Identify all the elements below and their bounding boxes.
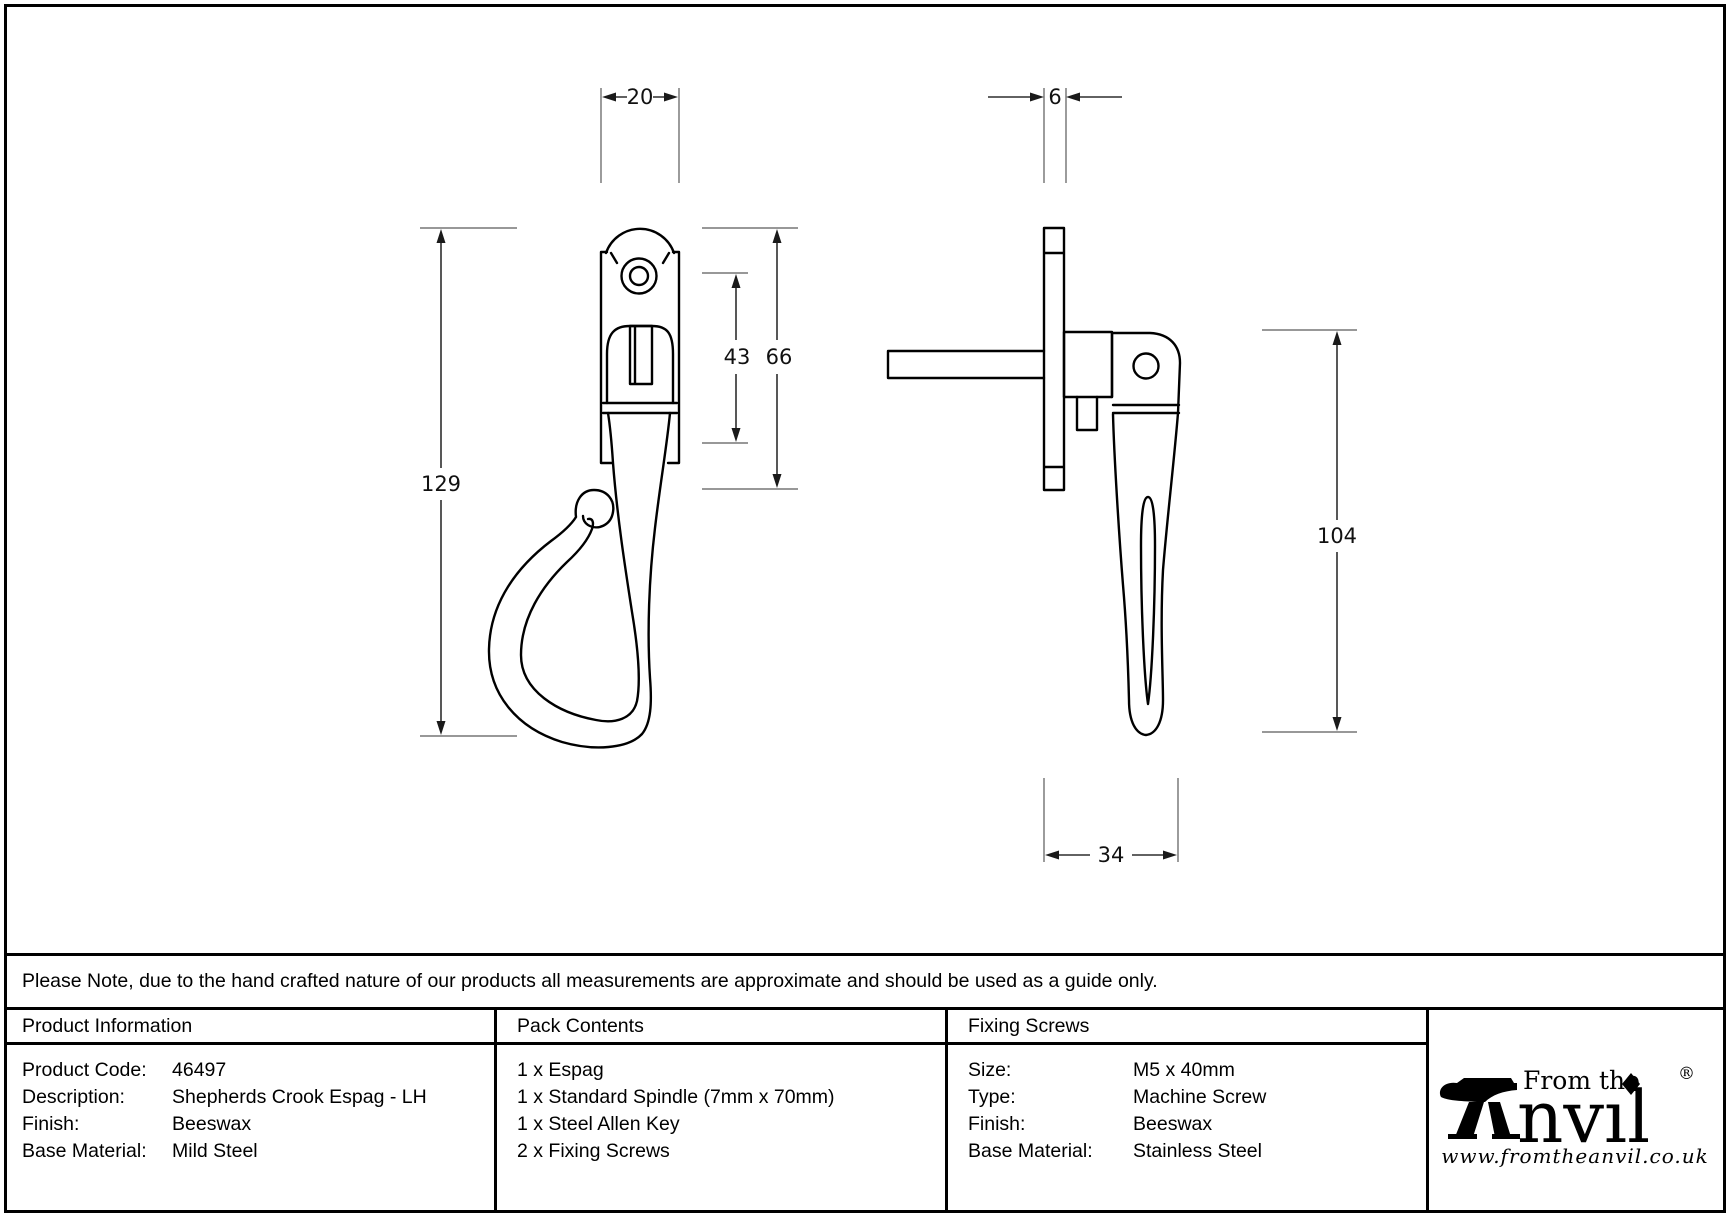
front-screw-hole-outer (620, 257, 658, 295)
front-view-drawing: 20 129 43 (420, 85, 798, 749)
pack-contents-column: Pack Contents 1 x Espag 1 x Standard Spi… (497, 1010, 948, 1210)
finish-label: Finish: (22, 1113, 80, 1135)
crook-outer-edge (487, 411, 672, 749)
measurement-note-row: Please Note, due to the hand crafted nat… (7, 953, 1723, 1007)
dimension-front-body: 66 (702, 227, 798, 490)
table-row: Type: Machine Screw (968, 1084, 1426, 1111)
dimension-label-104: 104 (1317, 524, 1357, 548)
screw-material-label: Base Material: (968, 1140, 1093, 1162)
side-handle-outline (1110, 331, 1182, 737)
table-row: Description: Shepherds Crook Espag - LH (22, 1084, 494, 1111)
product-code-value: 46497 (172, 1059, 227, 1081)
list-item: 1 x Standard Spindle (7mm x 70mm) (517, 1086, 835, 1108)
dimension-front-slot: 43 (702, 272, 751, 444)
front-plate-outline (599, 250, 681, 465)
side-backplate (1042, 226, 1066, 492)
screw-material-value: Stainless Steel (1133, 1140, 1262, 1162)
screw-type-label: Type: (968, 1086, 1016, 1108)
crook-inner-edge (519, 411, 641, 723)
front-screw-hole-inner (628, 265, 650, 287)
front-gearbox-slot (628, 324, 654, 386)
dimension-side-handle-length: 104 (1262, 329, 1357, 733)
sheet-border: 20 129 43 (4, 4, 1726, 1213)
side-view-drawing: 6 104 34 (886, 85, 1357, 867)
front-plate-band (601, 401, 679, 415)
measurement-note: Please Note, due to the hand crafted nat… (22, 970, 1158, 992)
fixing-screws-body: Size: M5 x 40mm Type: Machine Screw Fini… (948, 1045, 1426, 1165)
brand-website: www.fromtheanvil.co.uk (1441, 1144, 1709, 1168)
screw-type-value: Machine Screw (1133, 1086, 1267, 1108)
dimension-label-34: 34 (1098, 843, 1125, 867)
dimension-label-20: 20 (627, 85, 654, 109)
finish-value: Beeswax (172, 1113, 252, 1135)
dimension-label-6: 6 (1048, 85, 1061, 109)
list-item: 1 x Steel Allen Key (517, 1113, 680, 1135)
front-gearbox-dome (605, 324, 675, 405)
dimension-label-66: 66 (766, 345, 793, 369)
table-row: Base Material: Mild Steel (22, 1138, 494, 1165)
product-code-label: Product Code: (22, 1059, 147, 1081)
from-the-anvil-logo: nvıl From the ® www.fromtheanvil.co.uk (1439, 1064, 1709, 1168)
base-material-value: Mild Steel (172, 1140, 258, 1162)
pack-contents-body: 1 x Espag 1 x Standard Spindle (7mm x 70… (497, 1045, 945, 1165)
dimension-front-width: 20 (600, 85, 680, 183)
list-item: 2 x Fixing Screws (517, 1140, 670, 1162)
product-information-column: Product Information Product Code: 46497 … (7, 1010, 497, 1210)
description-value: Shepherds Crook Espag - LH (172, 1086, 427, 1108)
screw-size-value: M5 x 40mm (1133, 1059, 1235, 1081)
brand-column: nvıl From the ® www.fromtheanvil.co.uk (1429, 1010, 1720, 1210)
side-handle-band (1111, 403, 1181, 415)
brand-tagline: From the (1523, 1066, 1640, 1095)
product-information-header: Product Information (7, 1010, 494, 1045)
pack-contents-header: Pack Contents (497, 1010, 945, 1045)
diamond-icon (1621, 1073, 1640, 1095)
table-row: Size: M5 x 40mm (968, 1057, 1426, 1084)
screw-size-label: Size: (968, 1059, 1012, 1081)
dimension-label-129: 129 (421, 472, 461, 496)
list-item: 1 x Espag (517, 1059, 604, 1081)
screw-finish-label: Finish: (968, 1113, 1026, 1135)
dimension-label-43: 43 (724, 345, 751, 369)
spec-table: Product Information Product Code: 46497 … (7, 1007, 1723, 1210)
anvil-icon (1439, 1078, 1520, 1139)
table-row: Product Code: 46497 (22, 1057, 494, 1084)
dimension-front-height: 129 (420, 227, 517, 737)
dimension-side-thickness: 6 (988, 85, 1122, 183)
description-label: Description: (22, 1086, 125, 1108)
base-material-label: Base Material: (22, 1140, 147, 1162)
side-spindle (886, 349, 1046, 380)
table-row: Base Material: Stainless Steel (968, 1138, 1426, 1165)
side-gearbox-block (1062, 330, 1114, 399)
fixing-screws-header: Fixing Screws (948, 1010, 1426, 1045)
dimension-side-projection: 34 (1043, 778, 1179, 867)
front-plate-top-arc (604, 227, 676, 265)
fixing-screws-column: Fixing Screws Size: M5 x 40mm Type: Mach… (948, 1010, 1429, 1210)
registered-trademark-icon: ® (1678, 1064, 1695, 1084)
technical-drawing: 20 129 43 (420, 85, 1357, 867)
table-row: Finish: Beeswax (22, 1111, 494, 1138)
screw-finish-value: Beeswax (1133, 1113, 1213, 1135)
product-information-body: Product Code: 46497 Description: Shepher… (7, 1045, 494, 1165)
side-gearbox-nub (1075, 395, 1099, 432)
side-handle-groove (1139, 495, 1157, 706)
table-row: Finish: Beeswax (968, 1111, 1426, 1138)
side-pivot-hole (1132, 352, 1160, 380)
